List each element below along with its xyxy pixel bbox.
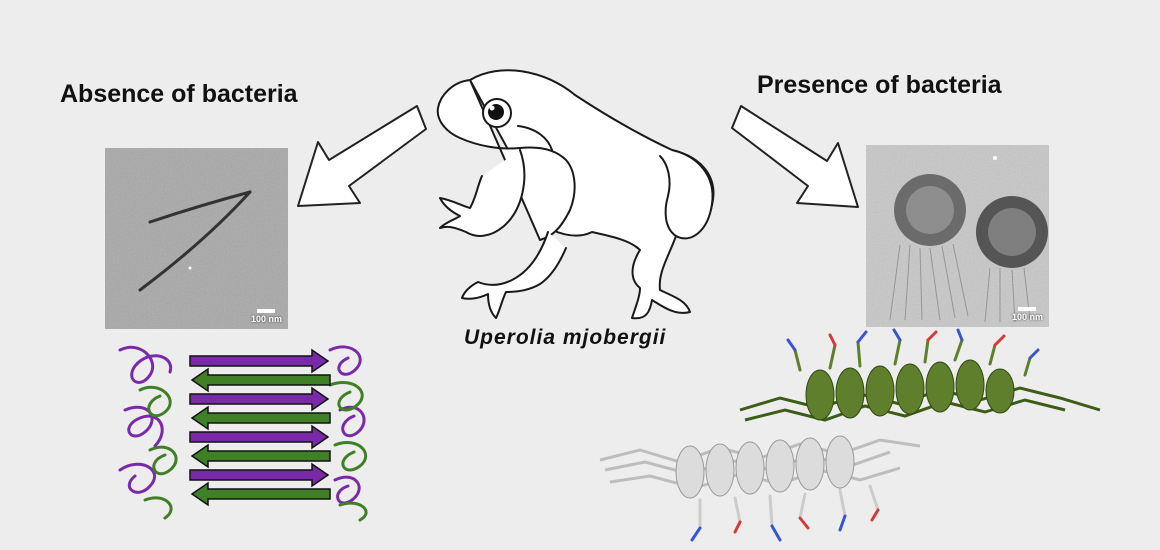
presence-heading: Presence of bacteria bbox=[757, 71, 1002, 99]
scale-bar-label: 100 nm bbox=[1011, 312, 1043, 322]
absence-heading: Absence of bacteria bbox=[60, 80, 298, 108]
species-name: Uperolia mjobergii bbox=[464, 326, 667, 349]
micrograph-left-frame: 100 nm bbox=[105, 148, 288, 329]
scale-bar-label: 100 nm bbox=[250, 314, 282, 324]
scale-bar-line bbox=[1018, 307, 1037, 311]
scale-bar-line bbox=[257, 309, 276, 313]
micrograph-presence bbox=[866, 145, 1049, 327]
micrograph-right-frame: 100 nm bbox=[866, 145, 1049, 327]
frog-illustration bbox=[436, 69, 715, 320]
micrograph-absence bbox=[105, 148, 288, 329]
helix-model bbox=[599, 328, 1101, 542]
arrow-left bbox=[297, 105, 427, 207]
beta-sheet-model bbox=[118, 345, 368, 522]
arrow-right bbox=[731, 105, 859, 208]
scale-bar-right: 100 nm bbox=[1012, 307, 1043, 322]
scale-bar-left: 100 nm bbox=[251, 309, 282, 324]
